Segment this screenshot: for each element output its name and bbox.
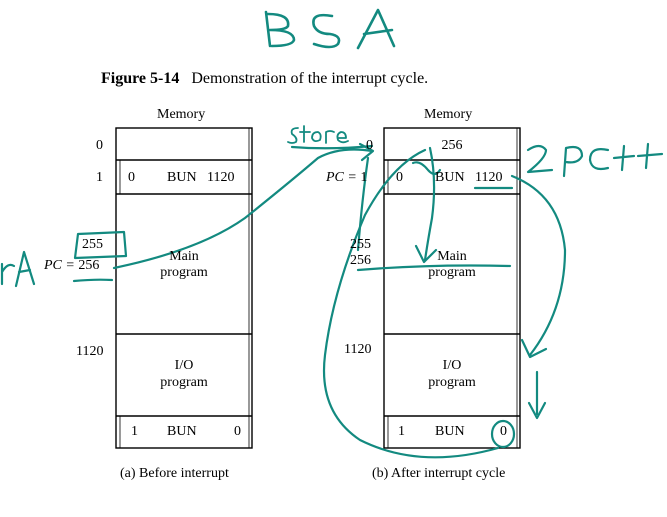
left-last-instr: BUN: [167, 424, 197, 439]
right-io-line1: I/O: [442, 358, 462, 373]
right-pc-value: 1: [360, 170, 368, 185]
left-last-op: 1: [131, 424, 138, 439]
figure-title: Figure 5-14 Demonstration of the interru…: [101, 70, 428, 88]
left-memory-box: [115, 127, 253, 449]
right-address-256: 256: [350, 253, 371, 268]
right-last-0-circle: [490, 419, 516, 449]
ra-handwriting: [0, 250, 36, 288]
left-address-1: 1: [96, 170, 103, 185]
left-address-1120: 1120: [76, 344, 104, 359]
store-underline: [290, 144, 374, 150]
left-io-line2: program: [160, 375, 208, 390]
figure-number: Figure 5-14: [101, 70, 180, 87]
right-addr1-op: 0: [396, 170, 403, 185]
left-pc: PC = 256: [44, 258, 99, 274]
right-main-line2: program: [428, 265, 476, 280]
left-pc-value: 256: [78, 258, 100, 273]
left-addr1-instr: BUN: [167, 170, 197, 185]
left-addr1-addr: 1120: [207, 170, 235, 185]
right-addr1-addr: 1120: [475, 170, 503, 185]
left-last-addr: 0: [234, 424, 241, 439]
left-caption: (a) Before interrupt: [120, 466, 229, 481]
left-address-0: 0: [96, 138, 103, 153]
right-address-0: 0: [366, 138, 373, 153]
store-handwriting: [287, 125, 349, 144]
right-pc: PC = 1: [326, 170, 367, 186]
right-main-line1: Main: [437, 249, 467, 264]
left-main-line2: program: [160, 265, 208, 280]
right-top-squiggle: [411, 161, 442, 176]
256-to-main-arrowhead: [414, 244, 438, 264]
right-io-line2: program: [428, 375, 476, 390]
left-memory-label: Memory: [157, 107, 206, 122]
two-pc-handwriting: [526, 142, 664, 178]
right-last-op: 1: [398, 424, 405, 439]
256-to-main-arrow: [423, 146, 436, 262]
left-address-255: 255: [82, 237, 103, 252]
right-last-addr: 0: [500, 424, 507, 439]
right-pc-prefix: PC =: [326, 170, 357, 185]
right-addr0-content: 256: [441, 138, 463, 153]
left-io-line1: I/O: [174, 358, 194, 373]
right-left-strokes: [356, 156, 370, 252]
right-loop-arrowhead: [520, 338, 548, 359]
right-address-255: 255: [350, 237, 371, 252]
left-addr1-op: 0: [128, 170, 135, 185]
io-down-arrowhead: [527, 401, 547, 420]
return-loop: [322, 148, 500, 459]
bsa-handwriting: [264, 8, 396, 50]
left-pc-underline: [72, 278, 114, 283]
right-last-instr: BUN: [435, 424, 465, 439]
right-caption: (b) After interrupt cycle: [372, 466, 506, 481]
handwriting-strokes: [72, 142, 567, 459]
right-loop-to-io: [510, 174, 567, 357]
right-256-underline: [356, 264, 512, 272]
right-memory-label: Memory: [424, 107, 473, 122]
left-255-highlight-box: [73, 230, 128, 260]
left-to-right-arrow: [112, 148, 374, 270]
figure-title-text: Demonstration of the interrupt cycle.: [191, 70, 429, 87]
left-main-line1: Main: [169, 249, 199, 264]
right-address-1120: 1120: [344, 342, 372, 357]
left-pc-prefix: PC =: [44, 258, 75, 273]
right-addr1-instr: BUN: [435, 170, 465, 185]
